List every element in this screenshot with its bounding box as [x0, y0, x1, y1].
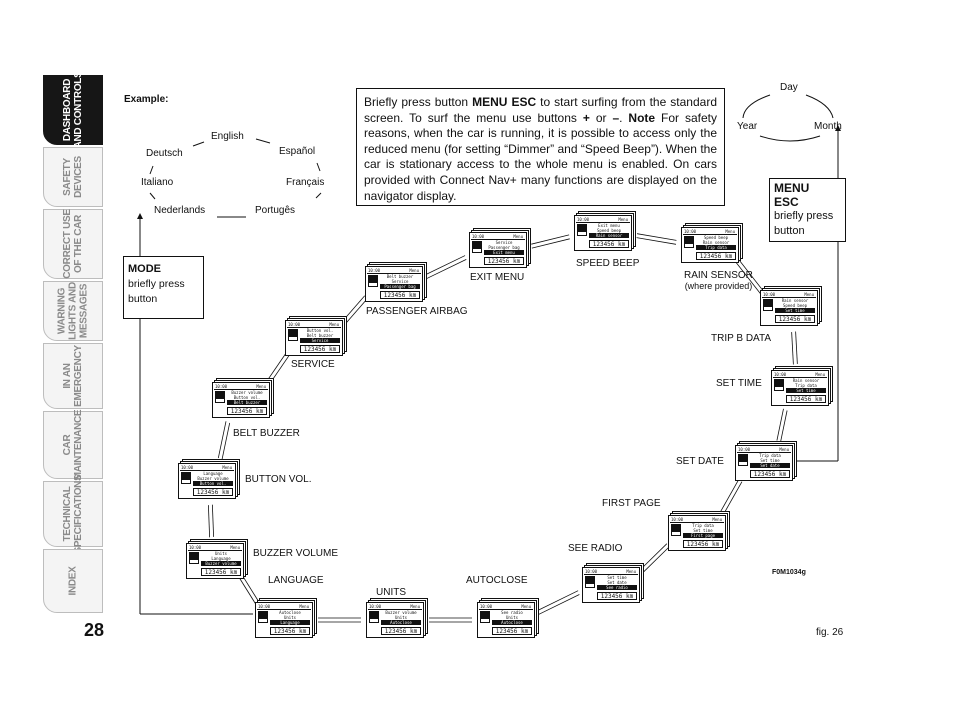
menu-item-label: EXIT MENU — [470, 272, 525, 283]
mode-box: MODE briefly press button — [123, 256, 204, 319]
sidebar-tab-label: IN AN EMERGENCY — [62, 345, 84, 407]
menu-esc-title: MENU ESC — [774, 181, 810, 209]
nav-arrow — [207, 505, 211, 538]
nav-arrow — [718, 478, 740, 515]
date-day: Day — [780, 82, 798, 93]
menu-item-label: PASSENGER AIRBAG — [366, 306, 468, 317]
page-number: 28 — [84, 620, 105, 640]
sidebar-tab-index[interactable]: INDEX — [43, 549, 103, 613]
nav-arrow — [211, 504, 215, 537]
sidebar-tab-label: SAFETY DEVICES — [62, 156, 84, 198]
menu-item-label: SPEED BEEP — [576, 258, 640, 269]
menu-item-label: LANGUAGE — [268, 575, 324, 586]
sidebar-tab-dashboard[interactable]: DASHBOARD AND CONTROLS — [43, 72, 103, 148]
lang-italiano: Italiano — [141, 177, 174, 188]
nav-arrow — [538, 594, 580, 615]
nav-arrow — [426, 258, 467, 279]
menu-item-label: BUZZER VOLUME — [253, 548, 339, 559]
nav-arrow — [531, 234, 570, 245]
sidebar-tab-safety[interactable]: SAFETY DEVICES — [43, 147, 103, 207]
lang-portugues: Portugês — [255, 205, 296, 216]
menu-esc-text: briefly press button — [774, 210, 834, 237]
mode-text: briefly press button — [128, 278, 185, 305]
sidebar-tab-correct-use[interactable]: CORRECT USE OF THE CAR — [43, 209, 103, 279]
sidebar-tab-label: DASHBOARD AND CONTROLS — [62, 71, 84, 149]
sidebar-tab-maintenance[interactable]: CAR MAINTENANCE — [43, 409, 103, 481]
figure-label: fig. 26 — [816, 627, 844, 638]
lang-espanol: Español — [279, 146, 316, 157]
nav-arrow — [795, 331, 798, 364]
nav-arrow — [780, 410, 788, 443]
nav-arrow — [221, 422, 231, 460]
lang-english: English — [211, 131, 244, 142]
menu-item-label: BUTTON VOL. — [245, 474, 312, 485]
sidebar-tab-label: TECHNICAL SPECIFICATIONS — [62, 474, 84, 554]
menu-item-label: SET TIME — [716, 378, 762, 389]
sidebar-tab-warning-lights[interactable]: WARNING LIGHTS AND MESSAGES — [43, 281, 103, 341]
menu-item-sublabel: (where provided) — [684, 281, 753, 291]
lang-deutsch: Deutsch — [146, 148, 183, 159]
menu-item-label: AUTOCLOSE — [466, 575, 528, 586]
menu-item-label: SEE RADIO — [568, 543, 623, 554]
mode-title: MODE — [128, 263, 161, 275]
nav-arrow — [636, 233, 677, 241]
sidebar-tab-technical[interactable]: TECHNICAL SPECIFICATIONS — [43, 475, 103, 553]
date-month: Month — [814, 121, 842, 132]
nav-arrow — [531, 238, 570, 249]
nav-arrow — [636, 237, 677, 245]
nav-arrow — [217, 421, 227, 459]
sidebar-tab-label: CAR MAINTENANCE — [62, 409, 84, 481]
menu-item-label: UNITS — [376, 587, 406, 598]
nav-arrow — [425, 255, 466, 276]
nav-arrow — [791, 332, 794, 365]
menu-item-label: SET DATE — [676, 456, 724, 467]
nav-arrow — [640, 546, 670, 575]
nav-arrow — [776, 408, 784, 441]
menu-item-label: TRIP B DATA — [711, 333, 772, 344]
sidebar-tab-label: CORRECT USE OF THE CAR — [62, 209, 84, 279]
example-label: Example: — [124, 94, 169, 105]
sidebar-tab-emergency[interactable]: IN AN EMERGENCY — [43, 343, 103, 409]
menu-item-label: FIRST PAGE — [602, 498, 661, 509]
menu-item-label: SERVICE — [291, 359, 335, 370]
info-box: Briefly press button MENU ESC to start s… — [356, 88, 725, 206]
figure-code: F0M1034g — [772, 569, 806, 576]
nav-arrow — [241, 574, 260, 604]
sidebar-tab-label: INDEX — [67, 566, 79, 596]
menu-esc-box: MENU ESC briefly press button — [769, 178, 846, 242]
lang-francais: Français — [286, 177, 325, 188]
menu-item-label: BELT BUZZER — [233, 428, 300, 439]
date-year: Year — [737, 121, 758, 132]
nav-arrow — [537, 590, 579, 611]
sidebar-tab-label: WARNING LIGHTS AND MESSAGES — [56, 282, 90, 340]
lang-nederlands: Nederlands — [154, 205, 206, 216]
menu-item-label: RAIN SENSOR(where provided) — [684, 270, 753, 291]
